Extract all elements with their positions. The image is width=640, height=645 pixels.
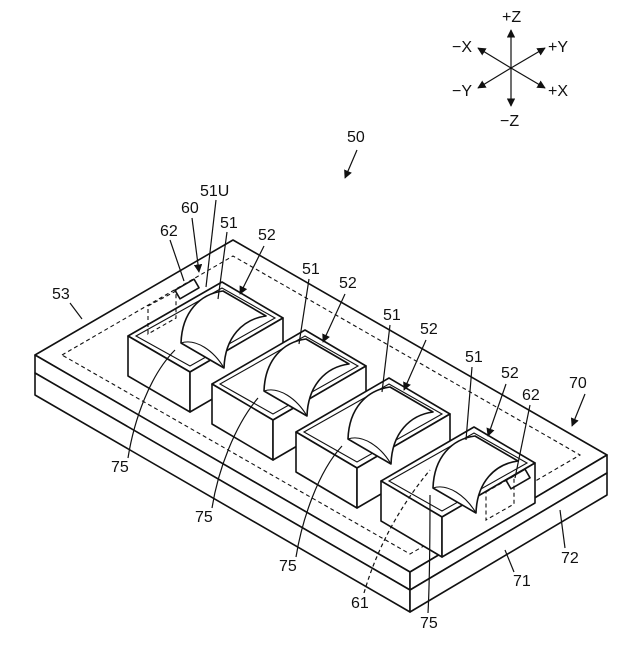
ref-75-c: 75 <box>279 558 297 575</box>
ref-75-d: 75 <box>420 615 438 632</box>
axes-glyph: +Z −Z −X +X +Y −Y <box>452 9 568 130</box>
axis-ny-label: −Y <box>452 83 472 100</box>
ref-61: 61 <box>351 595 369 612</box>
axis-px-label: +X <box>548 83 568 100</box>
axis-nz-label: −Z <box>500 113 519 130</box>
ref-51-c: 51 <box>383 307 401 324</box>
ref-70: 70 <box>569 375 587 392</box>
ref-75-b: 75 <box>195 509 213 526</box>
ref-62-b: 62 <box>522 387 540 404</box>
ref-72: 72 <box>561 550 579 567</box>
axis-py-label: +Y <box>548 39 568 56</box>
ref-51-d: 51 <box>465 349 483 366</box>
axis-nx-label: −X <box>452 39 472 56</box>
ref-50: 50 <box>347 129 365 146</box>
ref-50-arrow <box>345 150 357 178</box>
ref-52-d: 52 <box>501 365 519 382</box>
ref-53: 53 <box>52 286 70 303</box>
axis-pz-label: +Z <box>502 9 521 26</box>
ref-52-b: 52 <box>339 275 357 292</box>
ref-51u: 51U <box>200 183 229 200</box>
ref-75-a: 75 <box>111 459 129 476</box>
ref-51-b: 51 <box>302 261 320 278</box>
ref-51-a: 51 <box>220 215 238 232</box>
ref-52-c: 52 <box>420 321 438 338</box>
ref-62-a: 62 <box>160 223 178 240</box>
ref-52-a: 52 <box>258 227 276 244</box>
ref-60: 60 <box>181 200 199 217</box>
ref-71: 71 <box>513 573 531 590</box>
